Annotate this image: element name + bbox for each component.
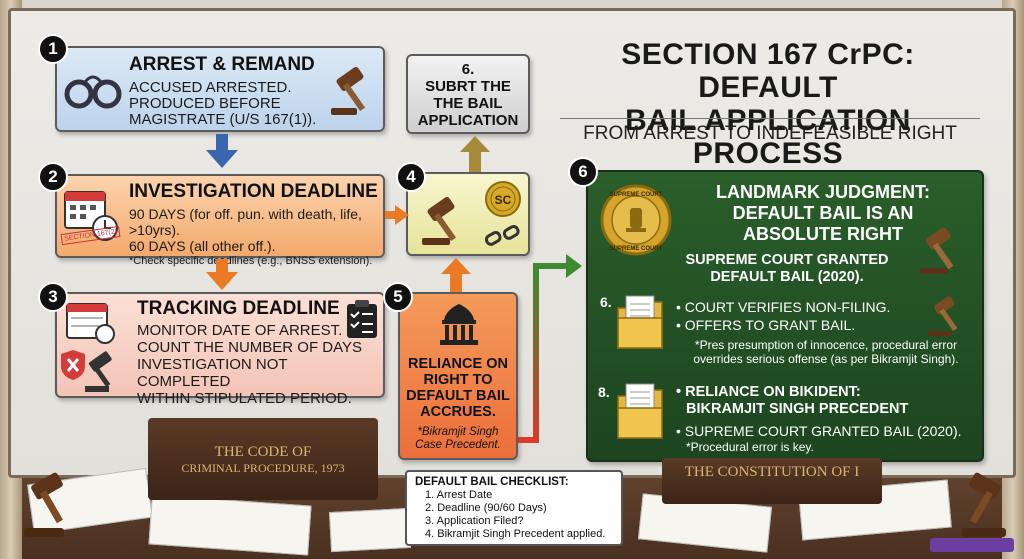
book-constitution: THE CONSTITUTION OF I — [662, 458, 882, 504]
step-number-5: 5 — [383, 282, 413, 312]
step-2-line-2: 60 DAYS (all other off.). — [129, 238, 276, 254]
step-3-line-2: COUNT THE NUMBER OF DAYS — [137, 339, 363, 356]
book-right-line: THE CONSTITUTION OF I — [684, 464, 860, 480]
checklist-item-3: 3. Application Filed? — [425, 515, 524, 527]
folder-document-icon-2 — [617, 383, 663, 439]
seal-bottom-text: SUPREME COURT — [610, 246, 663, 252]
default-bail-checklist: DEFAULT BAIL CHECKLIST: 1. Arrest Date 2… — [405, 470, 623, 546]
step-6-bullet-2: • OFFERS TO GRANT BAIL. — [676, 317, 856, 333]
desk-gavel-left-icon — [24, 472, 64, 537]
step-6-note-3: *Procedural error is key. — [686, 440, 814, 454]
step-2-title: INVESTIGATION DEADLINE — [129, 181, 378, 202]
step-5-note-2: Case Precedent. — [415, 439, 501, 451]
sc-badge-text: SC — [495, 193, 512, 207]
step-2-line-1: 90 DAYS (for off. pun. with death, life,… — [129, 206, 362, 238]
step-6-note-1: *Pres presumption of innocence, procedur… — [694, 338, 958, 352]
step-2-investigation-deadline: SECTION 167(2) INVESTIGATION DEADLINE 90… — [55, 174, 385, 267]
step-6-sub-6: 6. — [600, 294, 612, 310]
arrow-up-4-submit — [460, 136, 490, 172]
checklist-icon — [347, 300, 377, 338]
handcuffs-icon — [64, 75, 122, 109]
rejected-gavel-icon — [61, 350, 112, 392]
submit-line-1: 6. — [461, 61, 475, 78]
step-6-title-3: ABSOLUTE RIGHT — [743, 224, 903, 244]
broken-chain-icon — [484, 225, 520, 246]
step-number-4: 4 — [396, 162, 426, 192]
book-left-line-1: THE CODE OF — [214, 444, 312, 460]
arrow-connector-5-6 — [518, 254, 582, 443]
step-1-line-2: PRODUCED BEFORE — [129, 95, 281, 112]
seal-top-text: SUPREME COURT — [610, 192, 663, 198]
gavel-icon-4 — [928, 296, 958, 336]
step-2-line-3: *Check specific deadlines (e.g., BNSS ex… — [129, 255, 373, 267]
step-number-3: 3 — [38, 282, 68, 312]
step-5-line-4: ACCRUES. — [420, 404, 496, 420]
step-3-line-3: INVESTIGATION NOT COMPLETED — [137, 356, 288, 390]
checklist-item-4: 4. Bikramjit Singh Precedent applied. — [425, 528, 606, 540]
page-subtitle: FROM ARREST TO INDEFEASIBLE RIGHT — [560, 118, 980, 145]
arrow-down-2 — [206, 259, 238, 290]
step-number-1: 1 — [38, 34, 68, 64]
calendar-icon — [66, 303, 115, 344]
desk-paper-3 — [329, 507, 411, 553]
step-6-bullet-5: • SUPREME COURT GRANTED BAIL (2020). — [676, 423, 962, 439]
desk-gavel-right-icon — [962, 472, 1006, 537]
step-6-sub-8: 8. — [598, 384, 610, 400]
checklist-item-1: 1. Arrest Date — [425, 489, 493, 501]
submit-line-2: SUBRT THE — [425, 78, 511, 95]
step-5-reliance-on-right: RELIANCE ON RIGHT TO DEFAULT BAIL ACCRUE… — [398, 292, 518, 460]
step-4-court: SC — [406, 172, 530, 256]
step-number-2: 2 — [38, 162, 68, 192]
calendar-clock-icon — [64, 191, 118, 241]
arrow-right-2-4 — [385, 205, 409, 225]
step-1-line-1: ACCUSED ARRESTED. — [129, 79, 292, 96]
step-5-line-1: RELIANCE ON — [408, 356, 508, 372]
step-6-title-2: DEFAULT BAIL IS AN — [732, 203, 914, 223]
step-1-title: ARREST & REMAND — [129, 54, 315, 75]
step-3-title: TRACKING DEADLINE — [137, 298, 340, 319]
step-6-sc-2: DEFAULT BAIL (2020). — [710, 269, 864, 285]
submit-line-4: APPLICATION — [417, 112, 519, 129]
step-6-bullet-4: BIKRAMJIT SINGH PRECEDENT — [686, 401, 909, 417]
book-criminal-procedure: THE CODE OF CRIMINAL PROCEDURE, 1973 — [148, 418, 378, 500]
desk-paper-2 — [148, 494, 312, 556]
sc-seal-icon: SC — [485, 181, 521, 217]
court-building-icon — [440, 304, 478, 345]
arrow-down-1 — [206, 134, 238, 168]
step-1-line-3: MAGISTRATE (U/S 167(1)). — [129, 111, 317, 128]
step-1-arrest-remand: ARREST & REMAND ACCUSED ARRESTED. PRODUC… — [55, 46, 385, 132]
desk-purple-book — [930, 538, 1014, 552]
gavel-icon-2 — [422, 196, 457, 245]
checklist-title: DEFAULT BAIL CHECKLIST: — [415, 476, 569, 488]
book-left-line-2: CRIMINAL PROCEDURE, 1973 — [181, 461, 345, 475]
step-5-line-3: DEFAULT BAIL — [406, 388, 510, 404]
step-6-landmark-judgment: SUPREME COURT SUPREME COURT LANDMARK JUD… — [586, 170, 984, 462]
checklist-item-2: 2. Deadline (90/60 Days) — [425, 502, 547, 514]
step-submit-bail-application: 6. SUBRT THE THE BAIL APPLICATION — [406, 54, 530, 134]
gavel-icon — [331, 66, 366, 115]
step-6-bullet-3: • RELIANCE ON BIKIDENT: — [676, 384, 861, 400]
step-3-line-1: MONITOR DATE OF ARREST. — [137, 322, 343, 339]
folder-document-icon — [617, 295, 663, 349]
step-6-note-2: overrides serious offense (as per Bikram… — [693, 352, 959, 366]
supreme-court-seal-icon: SUPREME COURT SUPREME COURT — [600, 184, 672, 256]
step-3-tracking-deadline: TRACKING DEADLINE MONITOR DATE OF ARREST… — [55, 292, 385, 407]
step-6-sc-1: SUPREME COURT GRANTED — [685, 252, 889, 268]
page-title: SECTION 167 CrPC: DEFAULT BAIL APPLICATI… — [621, 38, 915, 170]
step-5-line-2: RIGHT TO — [423, 372, 493, 388]
gavel-icon-3 — [920, 228, 954, 274]
step-6-title-1: LANDMARK JUDGMENT: — [716, 182, 930, 202]
step-3-line-4: WITHIN STIPULATED PERIOD. — [137, 390, 352, 407]
step-6-bullet-1: • COURT VERIFIES NON-FILING. — [676, 299, 891, 315]
step-5-note-1: *Bikramjit Singh — [417, 426, 499, 438]
step-number-6: 6 — [568, 157, 598, 187]
submit-line-3: THE BAIL — [433, 95, 503, 112]
arrow-up-5-4 — [441, 258, 471, 292]
